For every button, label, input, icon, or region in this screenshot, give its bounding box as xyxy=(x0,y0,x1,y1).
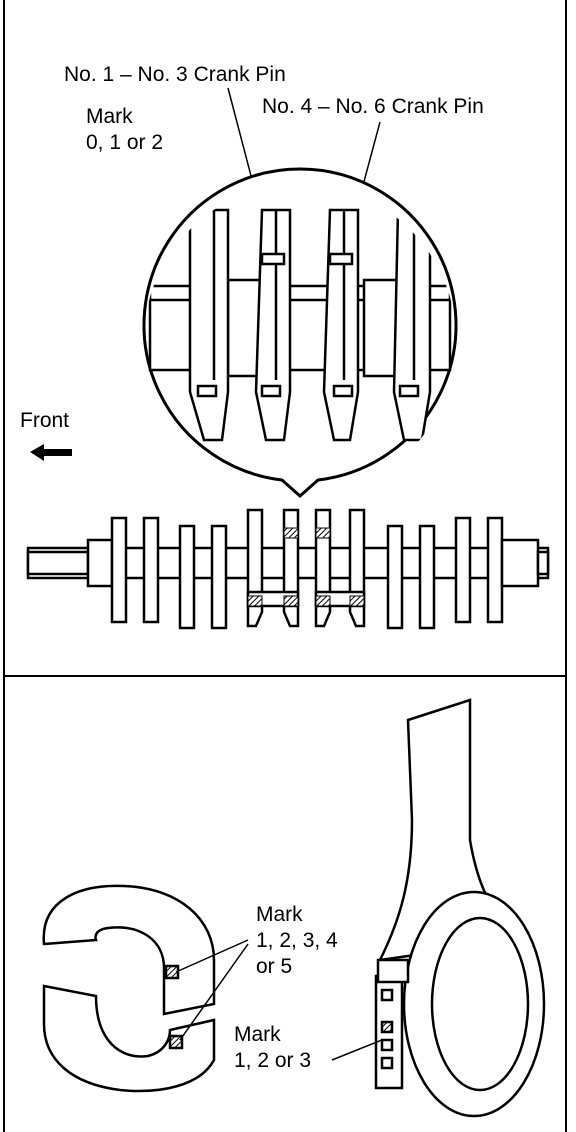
bearing-shell xyxy=(42,884,216,1093)
rod-mark-label: Mark 1, 2 or 3 xyxy=(234,1022,311,1074)
crank-pin-1-3-label: No. 1 – No. 3 Crank Pin xyxy=(64,63,286,86)
arrow-left-icon xyxy=(30,444,72,461)
page-border xyxy=(3,0,567,1132)
bearing-mark-title: Mark xyxy=(256,903,303,926)
bearing-leaders xyxy=(175,939,249,1041)
bearing-mark-label: Mark 1, 2, 3, 4 or 5 xyxy=(256,902,338,980)
crank-mark-label: Mark 0, 1 or 2 xyxy=(86,104,163,156)
rod-mark-title: Mark xyxy=(234,1023,281,1046)
rod-mark-values: 1, 2 or 3 xyxy=(234,1049,312,1072)
crankshaft xyxy=(26,508,550,630)
bearing-mark-line2: or 5 xyxy=(256,955,293,978)
crankshaft-marks xyxy=(247,527,365,607)
crank-mark-values: 0, 1 or 2 xyxy=(86,131,164,154)
bearing-mark-line1: 1, 2, 3, 4 xyxy=(256,929,338,952)
crank-mark-title: Mark xyxy=(86,105,133,128)
connecting-rod xyxy=(374,698,546,1118)
crank-pin-4-6-label: No. 4 – No. 6 Crank Pin xyxy=(262,95,484,118)
rod-leader xyxy=(331,1039,383,1061)
magnified-view xyxy=(142,167,458,499)
front-label: Front xyxy=(20,409,70,432)
